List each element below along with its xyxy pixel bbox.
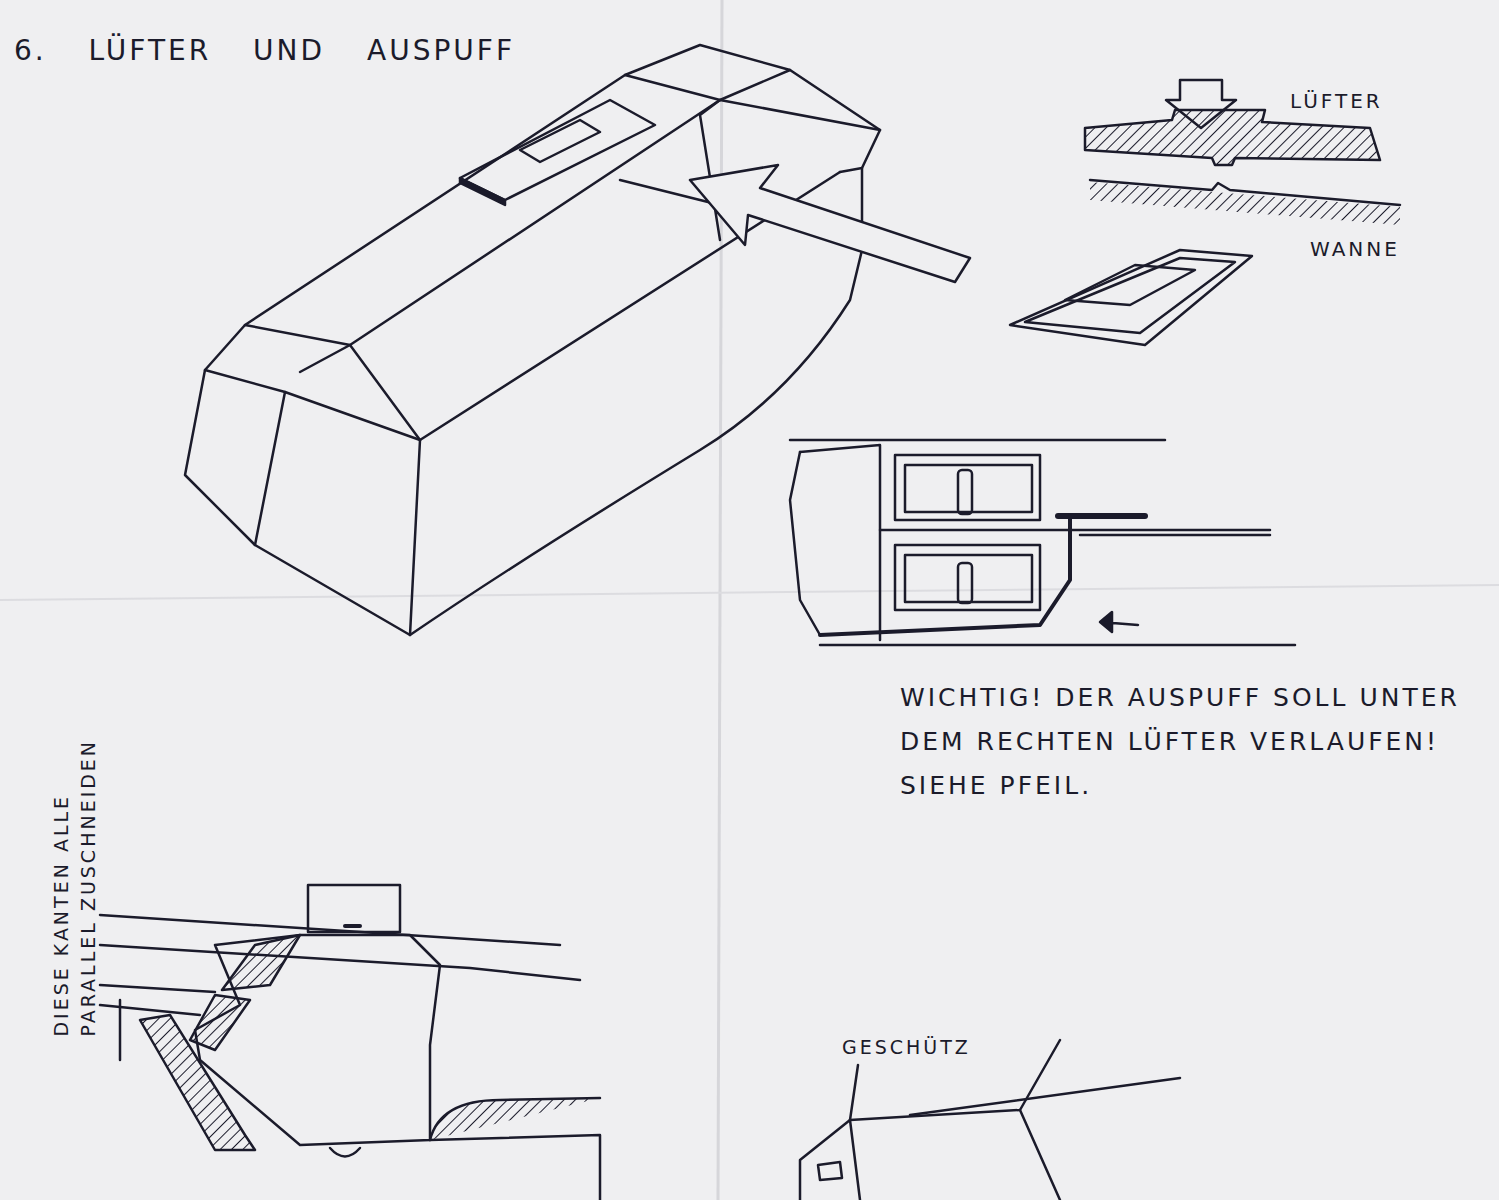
sheet-title: 6. LÜFTER UND AUSPUFF — [14, 32, 515, 70]
part-label: LÜFTER — [1290, 88, 1383, 115]
part-label: GESCHÜTZ — [842, 1035, 971, 1061]
instruction-text: DIESE KANTEN ALLE PARALLEL ZUSCHNEIDEN — [48, 707, 101, 1037]
part-label: WANNE — [1310, 236, 1400, 263]
note-text: WICHTIG! DER AUSPUFF SOLL UNTER DEM RECH… — [900, 676, 1460, 807]
